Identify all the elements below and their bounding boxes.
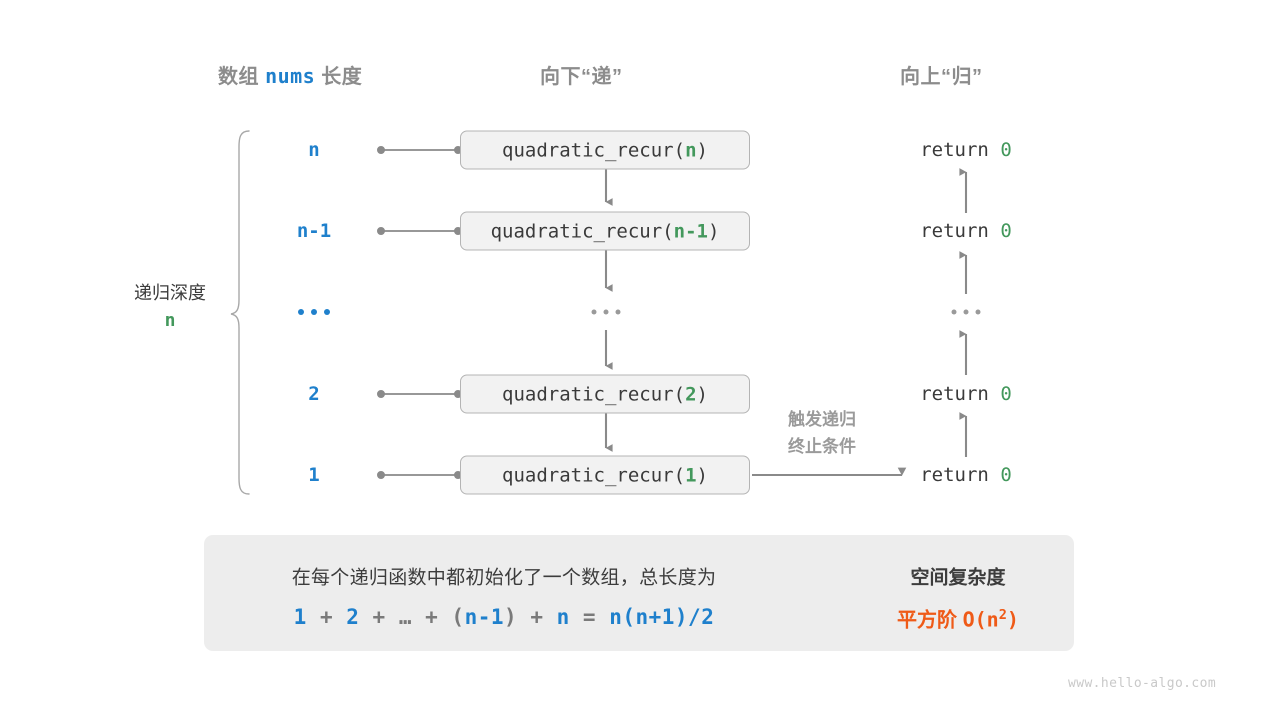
formula-paren-close: ) [504, 605, 518, 629]
function-ellipsis-row-3 [591, 309, 621, 315]
header-left-prefix: 数组 [218, 66, 266, 88]
summary-description: 在每个递归函数中都初始化了一个数组，总长度为 [291, 567, 717, 589]
site-watermark: www.hello-algo.com [1068, 676, 1217, 691]
formula-result: n(n+1)/2 [609, 605, 715, 629]
header-array-length: 数组 nums 长度 [218, 60, 362, 89]
complexity-close-paren: ) [1006, 607, 1019, 632]
length-value-row-1: n [308, 139, 320, 161]
formula-op-4: + [517, 605, 557, 629]
fn-close-row-4: ) [696, 383, 708, 405]
return-value-row-1: 0 [1000, 139, 1012, 161]
formula-op-1: + [306, 605, 347, 629]
complexity-order-label: 平方阶 [897, 609, 963, 632]
length-value-row-4: 2 [308, 383, 320, 405]
return-label-row-2: return 0 [920, 220, 1012, 242]
fn-close-row-5: ) [696, 464, 708, 486]
header-ascend: 向上“归” [900, 66, 983, 88]
function-box-row-1[interactable]: quadratic_recur(n) [460, 130, 750, 170]
formula-equals: = [569, 605, 610, 629]
space-complexity-value: 平方阶 O(n2) [897, 604, 1019, 633]
space-complexity-title: 空间复杂度 [910, 567, 1006, 589]
fn-close-row-2: ) [707, 220, 720, 242]
length-value-row-5: 1 [308, 464, 320, 486]
return-label-row-4: return 0 [920, 383, 1012, 405]
formula-term-2: 2 [346, 605, 360, 629]
complexity-exponent: 2 [998, 606, 1007, 623]
return-keyword-row-2: return [920, 220, 1001, 242]
recursion-depth-value: n [164, 310, 176, 331]
function-box-row-5[interactable]: quadratic_recur(1) [460, 455, 750, 495]
length-ellipsis-row-3 [298, 309, 330, 315]
fn-arg-row-5: 1 [685, 464, 697, 486]
return-value-row-2: 0 [1000, 220, 1012, 242]
summary-formula: 1 + 2 + … + (n-1) + n = n(n+1)/2 [294, 605, 715, 629]
header-descend: 向下“递” [540, 66, 623, 88]
formula-paren-open: ( [451, 605, 465, 629]
fn-arg-row-4: 2 [685, 383, 697, 405]
formula-term-5: n [556, 605, 570, 629]
return-label-row-5: return 0 [920, 464, 1012, 486]
formula-op-3: + [411, 605, 452, 629]
formula-term-1: 1 [293, 605, 307, 629]
header-left-suffix: 长度 [315, 66, 363, 88]
header-left-code: nums [265, 64, 316, 88]
complexity-big-o: O(n [962, 607, 999, 632]
termination-note-line-2: 终止条件 [788, 437, 856, 456]
length-connectors [376, 145, 462, 479]
fn-arg-row-1: n [685, 139, 697, 161]
formula-term-4: n-1 [464, 605, 505, 629]
return-keyword-row-5: return [920, 464, 1001, 486]
return-ellipsis-row-3 [951, 309, 981, 315]
recursion-depth-label: 递归深度 n [95, 280, 245, 334]
length-value-row-2: n-1 [296, 220, 332, 242]
fn-name-row-4: quadratic_recur( [502, 383, 686, 405]
fn-name-row-5: quadratic_recur( [502, 464, 686, 486]
function-box-row-4[interactable]: quadratic_recur(2) [460, 374, 750, 414]
return-value-row-4: 0 [1000, 383, 1012, 405]
return-keyword-row-4: return [920, 383, 1001, 405]
termination-note-line-1: 触发递归 [788, 409, 856, 429]
formula-ellipsis: … [398, 605, 412, 629]
fn-close-row-1: ) [696, 139, 708, 161]
recursion-depth-title: 递归深度 [134, 283, 206, 303]
fn-arg-row-2: n-1 [673, 220, 708, 242]
fn-name-row-2: quadratic_recur( [490, 220, 674, 242]
fn-name-row-1: quadratic_recur( [502, 139, 686, 161]
return-value-row-5: 0 [1000, 464, 1012, 486]
formula-op-2: + [359, 605, 399, 629]
return-keyword-row-1: return [920, 139, 1001, 161]
termination-note: 触发递归 终止条件 [788, 406, 856, 460]
summary-panel [204, 535, 1074, 651]
return-label-row-1: return 0 [920, 139, 1012, 161]
function-box-row-2[interactable]: quadratic_recur(n-1) [460, 211, 750, 251]
